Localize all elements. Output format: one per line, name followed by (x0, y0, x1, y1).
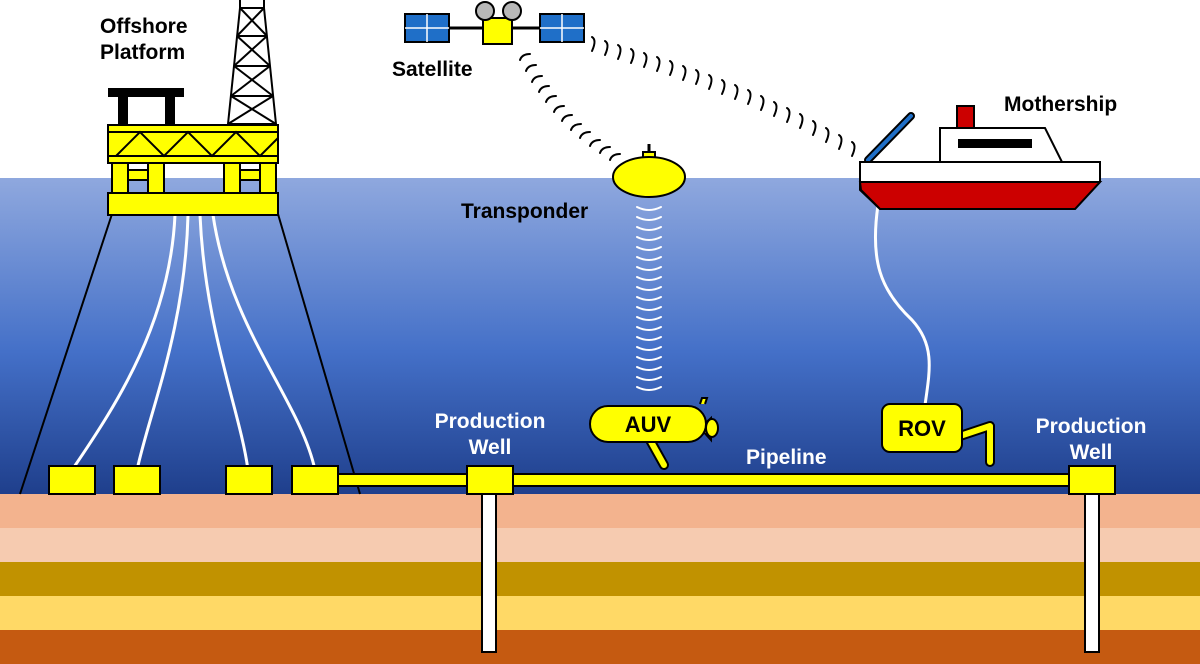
rov-vehicle (881, 403, 995, 467)
signal-satellite-to-transponder (519, 53, 621, 161)
manifold-1 (48, 465, 96, 495)
ship-funnel (956, 105, 975, 129)
rov-body (881, 403, 963, 453)
seabed-layers (0, 494, 1200, 664)
offshore-platform-label-line2: Platform (100, 41, 185, 64)
manifold-2 (113, 465, 161, 495)
production-well-left-label-line1: Production (435, 410, 546, 433)
seabed-layer-2 (0, 528, 1200, 562)
seabed-layer-4 (0, 596, 1200, 630)
auv-body (589, 405, 707, 443)
production-well-right-label-line1: Production (1036, 415, 1147, 438)
rov-label: ROV (898, 416, 946, 441)
transponder-buoy (612, 144, 686, 198)
well-casing-right (1084, 491, 1100, 653)
derrick (226, 0, 278, 125)
helideck (108, 88, 184, 97)
ship-tether (873, 204, 931, 406)
production-well-left-label-line2: Well (469, 436, 512, 459)
sea (0, 178, 1200, 494)
satellite-body (482, 17, 513, 45)
wellhead-left (466, 465, 514, 495)
satellite-dish-right (502, 1, 522, 21)
seabed-layer-5 (0, 630, 1200, 664)
transponder-label: Transponder (461, 200, 588, 223)
seabed-layer-3 (0, 562, 1200, 596)
signal-satellite-to-mothership (591, 36, 856, 157)
satellite-icon (404, 1, 585, 45)
acoustic-signal-to-auv (636, 206, 662, 391)
subsea-manifolds (48, 465, 339, 495)
wellhead-right (1068, 465, 1116, 495)
lower-deck (107, 192, 279, 216)
offshore-platform-label-line1: Offshore (100, 15, 188, 38)
seabed-layer-1 (0, 494, 1200, 528)
satellite-dish-left (475, 1, 495, 21)
platform-legs (19, 213, 361, 495)
pipeline-label: Pipeline (746, 446, 827, 469)
well-casing-left (481, 491, 497, 653)
pipeline (337, 473, 1073, 487)
platform-risers (70, 214, 317, 471)
transponder-float (612, 156, 686, 198)
manifold-4 (291, 465, 339, 495)
production-well-right-label-line2: Well (1070, 441, 1113, 464)
auv-vehicle (589, 397, 719, 470)
manifold-3 (225, 465, 273, 495)
upper-deck (107, 124, 279, 164)
satellite-label: Satellite (392, 58, 473, 81)
mothership (858, 105, 1103, 406)
mothership-label: Mothership (1004, 93, 1117, 116)
auv-label: AUV (625, 412, 672, 437)
offshore-platform (107, 0, 279, 216)
